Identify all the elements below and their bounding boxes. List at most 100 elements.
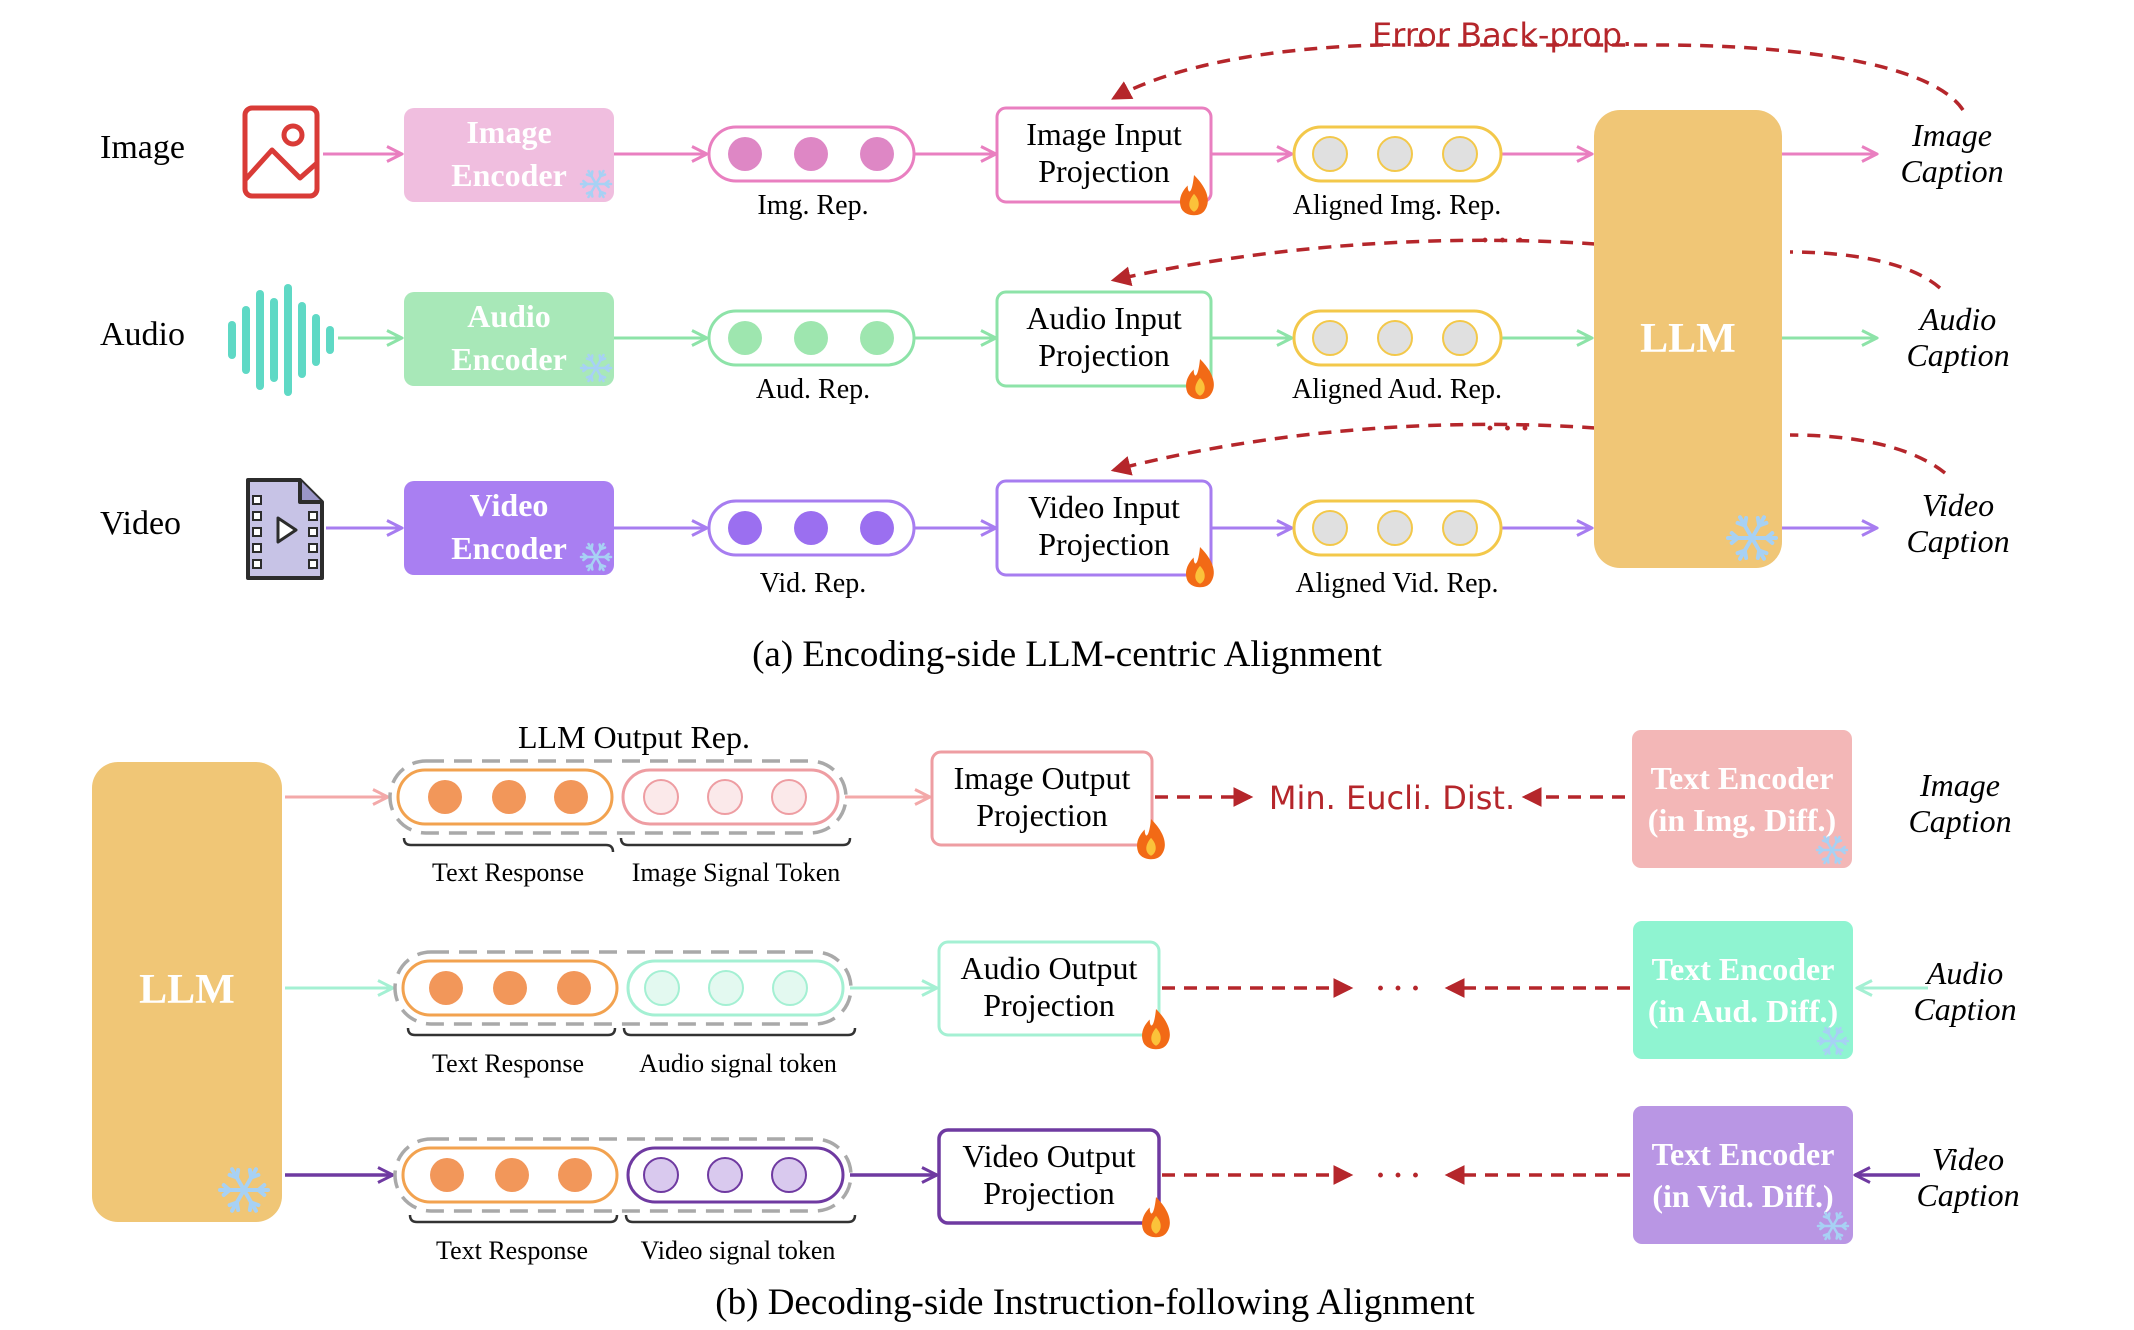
svg-text:Text Encoder: Text Encoder (1652, 1136, 1835, 1172)
llm-label-top: LLM (1640, 316, 1736, 362)
image-text-encoder: Text Encoder (in Img. Diff.) (1632, 730, 1852, 868)
alignment-dashed-arrows (1155, 787, 1630, 1185)
signal-token-label-image: Image Signal Token (632, 858, 841, 887)
audio-caption-output: Audio Caption (1906, 301, 2009, 373)
video-caption-output: Video Caption (1906, 487, 2009, 559)
snowflake-icon (579, 353, 613, 383)
svg-text:Video: Video (1932, 1141, 2004, 1177)
flame-icon (1137, 819, 1165, 860)
snowflake-icon (1726, 515, 1778, 561)
image-caption-input: Image Caption (1908, 767, 2011, 839)
svg-text:Caption: Caption (1906, 523, 2009, 559)
snowflake-icon (1816, 1211, 1850, 1241)
audio-encoder: Audio Encoder (404, 292, 614, 386)
image-caption-output: Image Caption (1900, 117, 2003, 189)
video-encoder: Video Encoder (404, 481, 614, 575)
audio-waveform-icon (228, 284, 334, 396)
aligned-video-rep-pill (1292, 499, 1503, 557)
video-output-projection: Video Output Projection (937, 1128, 1161, 1225)
image-output-rep-group (388, 759, 848, 835)
signal-token-label-video: Video signal token (641, 1236, 836, 1265)
flame-icon (1180, 175, 1208, 216)
svg-text:Audio Input: Audio Input (1026, 300, 1182, 336)
svg-text:Projection: Projection (1038, 153, 1170, 189)
svg-text:Video Output: Video Output (962, 1138, 1135, 1174)
svg-text:Encoder: Encoder (451, 530, 567, 566)
svg-text:Caption: Caption (1900, 153, 2003, 189)
video-rep-pill (707, 499, 916, 557)
aligned-video-rep-label: Aligned Vid. Rep. (1295, 568, 1498, 599)
svg-text:Video: Video (470, 487, 549, 523)
flame-icon (1186, 547, 1214, 588)
backprop-ellipsis-audio: · · · (1480, 224, 1525, 257)
modality-label-image: Image (100, 129, 185, 166)
audio-caption-input: Audio Caption (1913, 955, 2016, 1027)
backprop-ellipsis-video: · · · (1485, 412, 1530, 445)
svg-text:Image: Image (1911, 117, 1992, 153)
video-alignment-ellipsis: · · · (1375, 1159, 1420, 1192)
svg-text:(in Img. Diff.): (in Img. Diff.) (1648, 802, 1836, 838)
aligned-audio-rep-label: Aligned Aud. Rep. (1292, 374, 1502, 405)
image-input-projection: Image Input Projection (995, 106, 1213, 204)
underbraces (402, 837, 857, 1224)
min-eucli-dist-label: Min. Eucli. Dist. (1269, 779, 1515, 817)
audio-text-encoder: Text Encoder (in Aud. Diff.) (1633, 921, 1853, 1059)
video-caption-input: Video Caption (1916, 1141, 2019, 1213)
flame-icon (1142, 1197, 1170, 1238)
svg-text:(in Vid. Diff.): (in Vid. Diff.) (1652, 1178, 1833, 1214)
llm-block-top: LLM (1594, 110, 1782, 568)
svg-text:Caption: Caption (1913, 991, 2016, 1027)
audio-rep-pill (707, 309, 916, 367)
text-response-label-image: Text Response (432, 858, 584, 887)
image-encoder: Image Encoder (404, 108, 614, 202)
svg-text:Projection: Projection (1038, 526, 1170, 562)
svg-text:Image Output: Image Output (954, 760, 1131, 796)
svg-text:Caption: Caption (1916, 1177, 2019, 1213)
image-output-projection: Image Output Projection (930, 750, 1154, 847)
encoding-side-section: Image Audio Video (100, 16, 2010, 675)
llm-label-bottom: LLM (139, 967, 235, 1013)
svg-text:Audio: Audio (1918, 301, 1996, 337)
signal-token-label-audio: Audio signal token (639, 1049, 837, 1078)
video-file-icon (246, 478, 324, 580)
video-text-encoder: Text Encoder (in Vid. Diff.) (1633, 1106, 1853, 1244)
image-icon (242, 105, 320, 199)
error-backprop-arrows (1114, 43, 1965, 473)
flame-icon (1142, 1009, 1170, 1050)
status-icon-layer (218, 169, 1850, 1241)
svg-text:Audio Output: Audio Output (961, 950, 1138, 986)
decoding-side-section: LLM LLM Output Rep. (92, 719, 2020, 1323)
svg-text:Caption: Caption (1906, 337, 2009, 373)
svg-text:Projection: Projection (976, 797, 1108, 833)
image-rep-pill (707, 125, 916, 183)
aligned-image-rep-label: Aligned Img. Rep. (1293, 190, 1501, 221)
svg-text:Projection: Projection (983, 987, 1115, 1023)
svg-text:Projection: Projection (1038, 337, 1170, 373)
svg-text:Text Encoder: Text Encoder (1652, 951, 1835, 987)
llm-block-bottom: LLM (92, 762, 282, 1222)
text-response-label-audio: Text Response (432, 1049, 584, 1078)
svg-text:Video Input: Video Input (1028, 489, 1180, 525)
svg-text:(in Aud. Diff.): (in Aud. Diff.) (1648, 993, 1838, 1029)
snowflake-icon (1816, 1026, 1850, 1056)
aligned-image-rep-pill (1292, 125, 1503, 183)
error-backprop-label: Error Back-prop. (1372, 16, 1632, 54)
audio-output-rep-group (393, 950, 853, 1026)
image-rep-label: Img. Rep. (757, 190, 868, 221)
aligned-audio-rep-pill (1292, 309, 1503, 367)
snowflake-icon (1815, 835, 1849, 865)
svg-text:Audio: Audio (1925, 955, 2003, 991)
text-response-label-video: Text Response (436, 1236, 588, 1265)
audio-rep-label: Aud. Rep. (756, 374, 870, 405)
video-rep-label: Vid. Rep. (760, 568, 866, 599)
svg-text:Projection: Projection (983, 1175, 1115, 1211)
svg-text:Encoder: Encoder (451, 341, 567, 377)
snowflake-icon (579, 542, 613, 572)
svg-text:Image Input: Image Input (1026, 116, 1182, 152)
svg-text:Encoder: Encoder (451, 157, 567, 193)
top-section-caption: (a) Encoding-side LLM-centric Alignment (752, 634, 1383, 675)
svg-text:Audio: Audio (467, 298, 551, 334)
svg-text:Video: Video (1922, 487, 1994, 523)
audio-input-projection: Audio Input Projection (995, 290, 1213, 388)
